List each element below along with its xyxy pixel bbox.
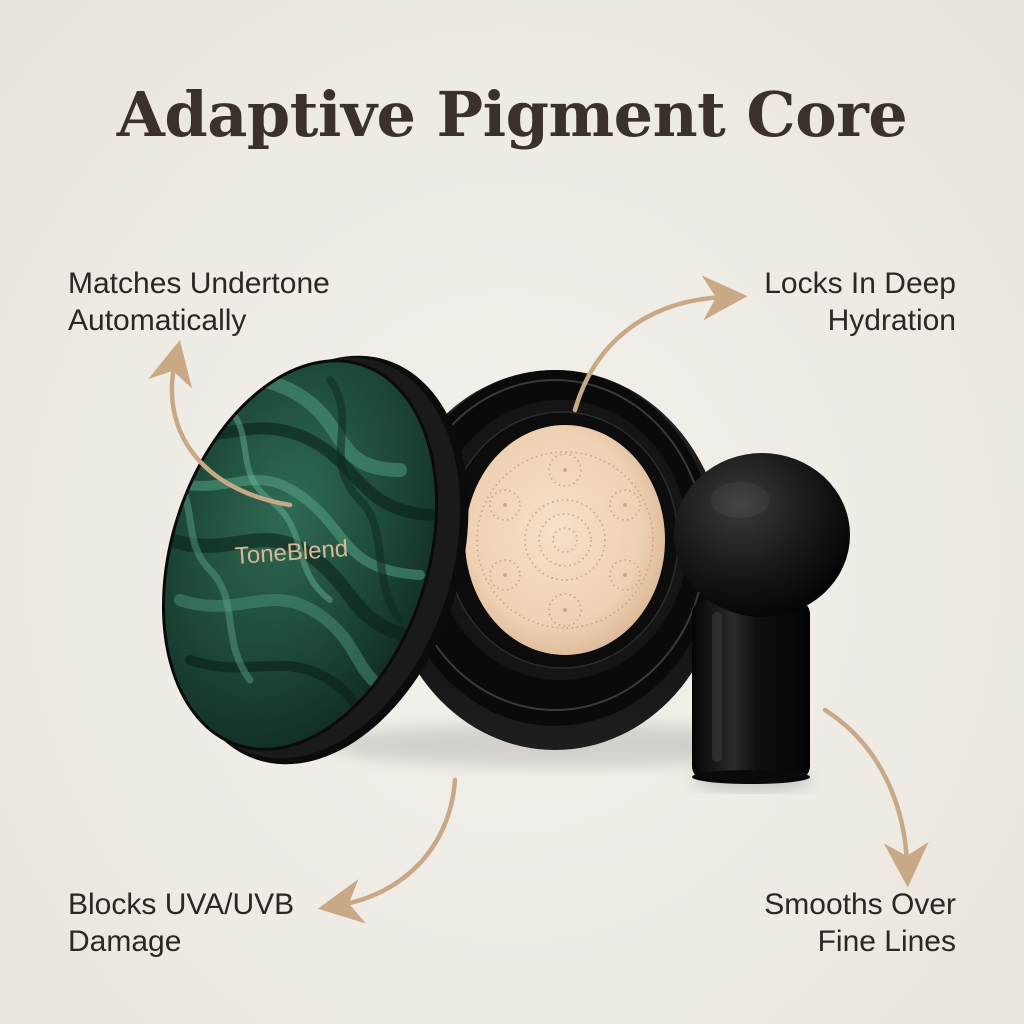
callout-line: Fine Lines [817, 925, 956, 958]
callout-hydration: Locks In Deep Hydration [764, 265, 956, 339]
arrow-bottom-left [317, 777, 458, 924]
callout-line: Locks In Deep [764, 267, 956, 300]
callout-line: Hydration [827, 304, 956, 337]
arrow-top-left [148, 340, 293, 508]
callout-smoothing: Smooths Over Fine Lines [764, 886, 956, 960]
compact-lid: ToneBlend [143, 355, 469, 765]
callout-line: Blocks UVA/UVB [68, 888, 295, 921]
puff-sponge [674, 453, 850, 617]
foundation-cushion [465, 425, 665, 655]
callout-line: Matches Undertone [68, 267, 330, 300]
callout-line: Automatically [68, 304, 247, 337]
callout-uv-protection: Blocks UVA/UVB Damage [68, 886, 294, 960]
page-title: Adaptive Pigment Core [116, 78, 908, 151]
callout-line: Damage [68, 925, 182, 958]
puff-handle [692, 600, 810, 780]
callout-line: Smooths Over [764, 888, 956, 921]
callout-undertone: Matches Undertone Automatically [68, 265, 330, 339]
arrow-bottom-right [822, 707, 929, 888]
mushroom-puff [674, 453, 850, 784]
arrow-top-right [572, 275, 748, 413]
